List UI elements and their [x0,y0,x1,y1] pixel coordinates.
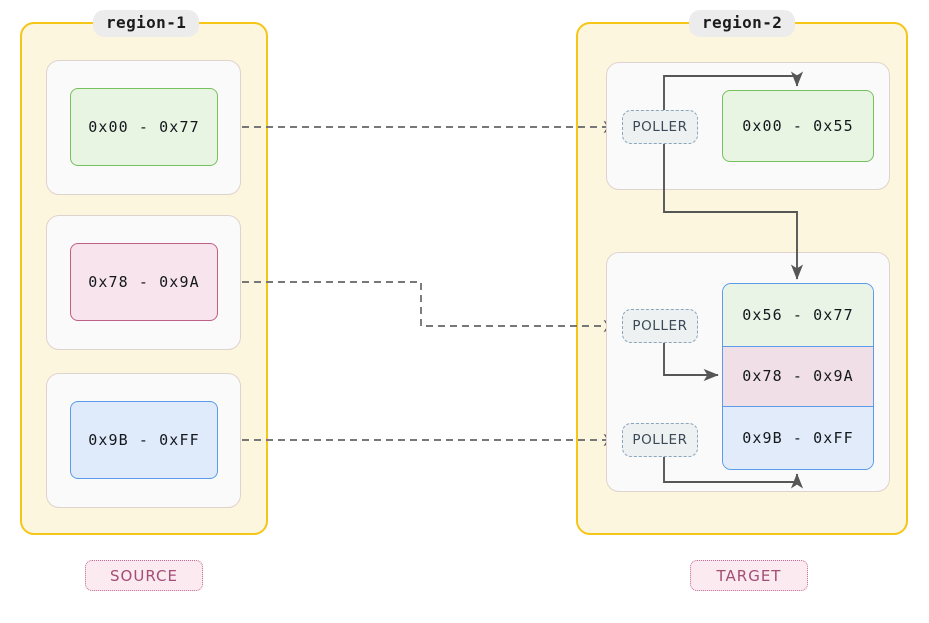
poller-2[interactable]: POLLER [622,423,698,457]
target-stack-seg-1[interactable]: 0x78 - 0x9A [723,345,873,408]
target-caption-tag: TARGET [690,560,808,591]
poller-1[interactable]: POLLER [622,309,698,343]
region-1-label: region-1 [93,10,200,38]
source-block-2[interactable]: 0x9B - 0xFF [70,401,218,479]
source-caption-tag: SOURCE [85,560,203,591]
source-block-1[interactable]: 0x78 - 0x9A [70,243,218,321]
target-block-top[interactable]: 0x00 - 0x55 [722,90,874,162]
target-stack-seg-2[interactable]: 0x9B - 0xFF [723,407,873,469]
poller-0[interactable]: POLLER [622,110,698,144]
source-block-0[interactable]: 0x00 - 0x77 [70,88,218,166]
region-2-label: region-2 [689,10,796,38]
edge-src1-to-poller1 [218,281,619,333]
target-stack: 0x56 - 0x77 0x78 - 0x9A 0x9B - 0xFF [722,283,874,470]
target-stack-seg-0[interactable]: 0x56 - 0x77 [723,284,873,346]
